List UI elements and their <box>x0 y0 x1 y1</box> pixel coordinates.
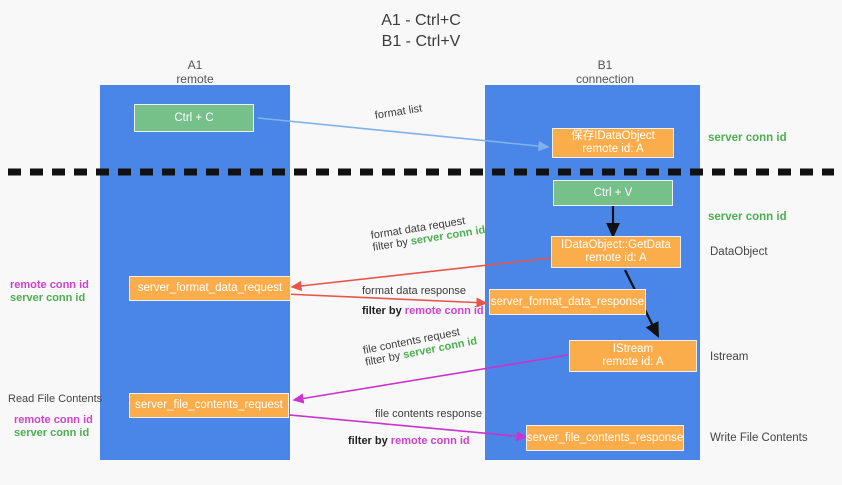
edge-label-format-list: format list <box>374 102 423 122</box>
column-b1-name: B1 <box>597 58 613 72</box>
box-idataobject-getdata[interactable]: IDataObject::GetData remote id: A <box>551 236 681 268</box>
box-istream[interactable]: IStream remote id: A <box>569 340 697 372</box>
box-server-file-contents-response-label: server_file_contents_response <box>526 431 684 444</box>
side-label-server-conn-id-top: server conn id <box>708 132 787 144</box>
edge-format-data-response-text: format data response <box>362 285 466 297</box>
column-header-a1: A1 remote <box>115 58 275 86</box>
box-server-file-contents-request-label: server_file_contents_request <box>135 399 283 411</box>
left-label-server-conn-id-1: server conn id <box>10 292 86 304</box>
box-istream-line2: remote id: A <box>602 356 664 368</box>
box-server-format-data-request[interactable]: server_format_data_request <box>129 276 291 301</box>
box-server-format-data-response[interactable]: server_format_data_response <box>489 289 646 315</box>
page-title: A1 - Ctrl+C B1 - Ctrl+V <box>0 10 842 52</box>
column-a1-role: remote <box>176 72 214 86</box>
side-label-server-conn-id-mid: server conn id <box>708 211 787 223</box>
box-server-file-contents-request[interactable]: server_file_contents_request <box>129 393 289 418</box>
column-a1-name: A1 <box>187 58 203 72</box>
left-label-remote-conn-id-2: remote conn id <box>14 414 93 426</box>
left-label-read-file-contents: Read File Contents <box>8 393 103 405</box>
filter-value-remote-conn-id-2: remote conn id <box>390 435 470 447</box>
side-label-istream: Istream <box>710 351 749 363</box>
box-server-file-contents-response[interactable]: server_file_contents_response <box>526 425 684 451</box>
box-getdata-line2: remote id: A <box>585 252 647 264</box>
box-ctrl-v[interactable]: Ctrl + V <box>553 180 673 206</box>
edge-label-format-data-response: format data response filter by remote co… <box>362 285 484 317</box>
edge-file-contents-response-text: file contents response <box>375 408 483 420</box>
column-header-b1: B1 connection <box>525 58 685 86</box>
side-label-dataobject: DataObject <box>710 246 768 258</box>
box-save-idataobject[interactable]: 保存IDataObject remote id: A <box>552 128 674 158</box>
box-istream-line1: IStream <box>612 343 654 355</box>
edge-label-format-data-request: format data request filter by server con… <box>370 212 486 254</box>
column-b1-role: connection <box>575 72 635 86</box>
title-line-1: A1 - Ctrl+C <box>381 12 461 29</box>
edge-label-file-contents-response-filter: filter by remote conn id <box>348 435 470 447</box>
box-server-format-data-request-label: server_format_data_request <box>137 282 283 294</box>
edge-label-file-contents-request: file contents request filter by server c… <box>362 323 478 368</box>
edge-label-file-contents-response: file contents response <box>375 408 482 420</box>
box-save-idataobject-line2: remote id: A <box>582 143 644 155</box>
side-label-write-file-contents: Write File Contents <box>710 432 808 444</box>
box-ctrl-c[interactable]: Ctrl + C <box>134 104 254 132</box>
left-label-server-conn-id-2: server conn id <box>14 427 90 439</box>
box-ctrl-v-label: Ctrl + V <box>593 186 633 199</box>
box-ctrl-c-label: Ctrl + C <box>174 111 214 124</box>
left-label-remote-conn-id-1: remote conn id <box>10 279 89 291</box>
title-line-2: B1 - Ctrl+V <box>381 33 461 50</box>
box-save-idataobject-line1: 保存IDataObject <box>571 130 655 142</box>
box-getdata-line1: IDataObject::GetData <box>561 239 671 251</box>
filter-value-remote-conn-id: remote conn id <box>404 305 484 317</box>
edge-format-data-response-filter: filter by remote conn id <box>362 305 484 317</box>
box-server-format-data-response-label: server_format_data_response <box>490 295 645 308</box>
